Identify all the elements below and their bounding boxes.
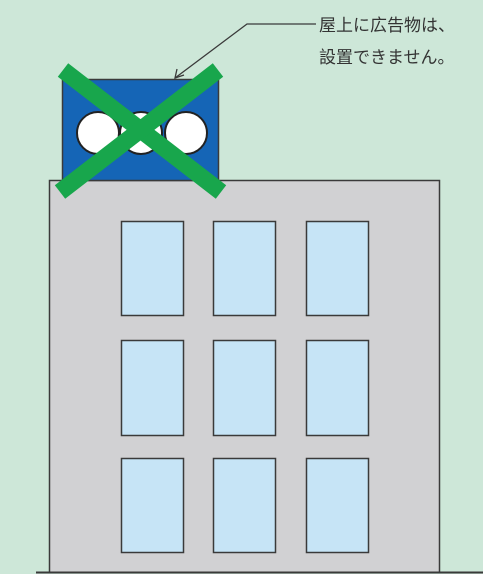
caption-line-1: 屋上に広告物は、 xyxy=(319,16,455,36)
window xyxy=(212,220,277,317)
window xyxy=(212,339,277,437)
window xyxy=(305,339,370,437)
cross-icon xyxy=(54,63,227,199)
window xyxy=(212,457,277,554)
window xyxy=(305,457,370,554)
window xyxy=(120,339,185,437)
window xyxy=(120,220,185,317)
billboard-circle xyxy=(164,111,208,155)
caption: 屋上に広告物は、 設置できません。 xyxy=(319,10,483,74)
window xyxy=(120,457,185,554)
caption-line-2: 設置できません。 xyxy=(319,48,455,68)
window xyxy=(305,220,370,317)
leader-arrow xyxy=(174,23,316,79)
